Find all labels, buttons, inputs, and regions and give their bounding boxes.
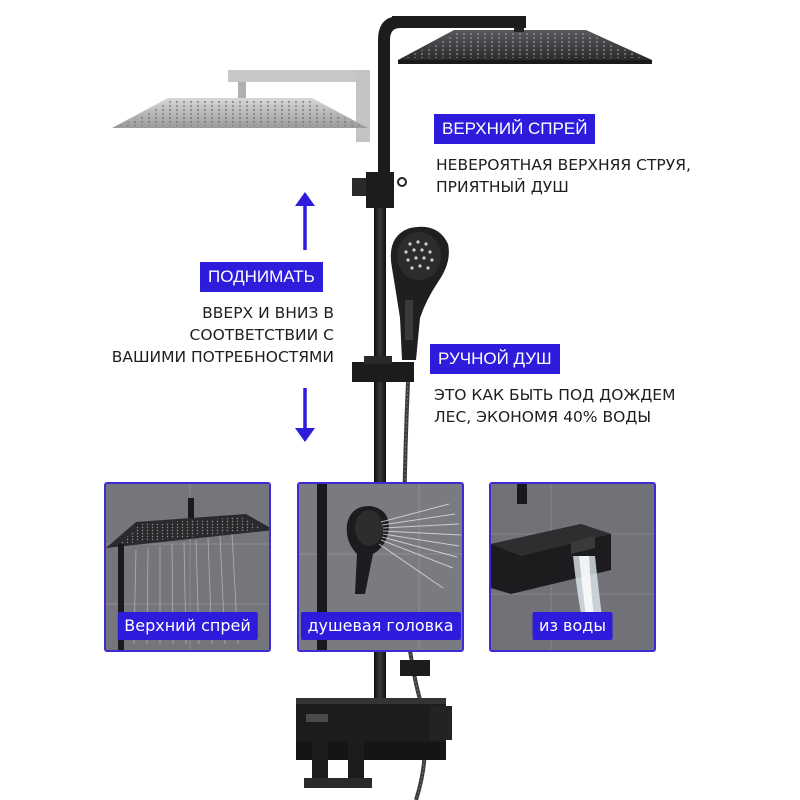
top-spray-line: ПРИЯТНЫЙ ДУШ: [436, 178, 569, 196]
hand-shower: [390, 226, 449, 360]
panel-hand-shower: душевая головка: [297, 482, 464, 652]
top-spray-line: НЕВЕРОЯТНАЯ ВЕРХНЯЯ СТРУЯ,: [436, 156, 691, 174]
top-spray-description: НЕВЕРОЯТНАЯ ВЕРХНЯЯ СТРУЯ, ПРИЯТНЫЙ ДУШ: [436, 154, 691, 198]
panel-caption: Верхний спрей: [117, 612, 258, 640]
hand-shower-title: РУЧНОЙ ДУШ: [430, 344, 560, 374]
ghost-rain-head: [112, 70, 370, 142]
panel-caption: из воды: [532, 612, 613, 640]
top-spray-title: ВЕРХНИЙ СПРЕЙ: [434, 114, 596, 144]
hand-shower-line: ЛЕС, ЭКОНОМЯ 40% ВОДЫ: [434, 408, 652, 426]
raise-line: СООТВЕТСТВИИ С: [189, 326, 334, 344]
raise-description: ВВЕРХ И ВНИЗ В СООТВЕТСТВИИ С ВАШИМИ ПОТ…: [112, 302, 334, 368]
slide-bracket: [352, 362, 414, 382]
raise-title: ПОДНИМАТЬ: [200, 262, 323, 292]
panel-spout: из воды: [489, 482, 656, 652]
top-rain-head: [378, 16, 652, 190]
mixer-valve: [296, 698, 452, 788]
raise-line: ВВЕРХ И ВНИЗ В: [202, 304, 334, 322]
hand-shower-description: ЭТО КАК БЫТЬ ПОД ДОЖДЕМ ЛЕС, ЭКОНОМЯ 40%…: [434, 384, 675, 428]
down-arrow-icon: [295, 388, 315, 442]
hand-shower-line: ЭТО КАК БЫТЬ ПОД ДОЖДЕМ: [434, 386, 676, 404]
raise-line: ВАШИМИ ПОТРЕБНОСТЯМИ: [111, 348, 334, 366]
panel-caption: душевая головка: [300, 612, 461, 640]
diverter: [366, 172, 394, 208]
panel-rain-head: Верхний спрей: [104, 482, 271, 652]
up-arrow-icon: [295, 192, 315, 250]
